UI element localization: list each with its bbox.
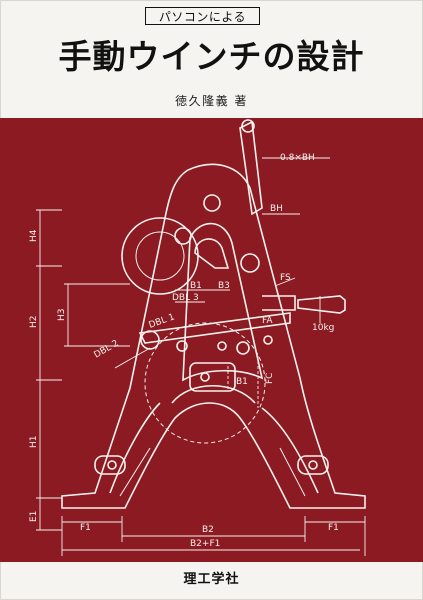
dim-label-fa: FA [262,316,273,326]
dim-label-h4: H4 [29,229,39,242]
load-label: 10kg [312,323,334,333]
series-label: パソコンによる [145,7,260,25]
dimension-lines [36,157,366,556]
dim-label-b2: B2 [202,525,214,535]
author-name: 徳久隆義 著 [175,94,248,108]
dim-label-fc: FC [265,373,275,384]
dim-label-b1-mid: B1 [236,377,248,387]
dim-label-f1-right: F1 [328,523,339,533]
dim-label-f1-left: F1 [80,523,91,533]
dim-label-b1-top: B1 [190,281,202,291]
dim-label-fs: FS [280,273,291,283]
book-title: 手動ウインチの設計 [58,37,365,76]
dim-label-dbl2: DBL 2 [93,339,121,361]
dim-label-bh: BH [270,204,283,214]
winch-outline [61,119,366,509]
dim-label-e1: E1 [29,511,39,522]
cover-illustration-panel: 0.8×BH BH H4 H3 H2 H1 E1 FS 10kg B1 B3 D… [0,118,423,562]
dim-label-b2-plus-f1: B2+F1 [190,539,220,549]
dim-label-h1: H1 [29,436,39,449]
dim-label-bh-ratio: 0.8×BH [280,153,315,163]
winch-blueprint-drawing: 0.8×BH BH H4 H3 H2 H1 E1 FS 10kg B1 B3 D… [29,119,366,556]
dim-label-dbl3: DBL 3 [172,293,199,303]
dim-label-h3: H3 [57,309,67,322]
dim-label-b3: B3 [218,281,230,291]
publisher-name: 理工学社 [183,572,240,587]
dim-label-h2: H2 [29,316,39,329]
